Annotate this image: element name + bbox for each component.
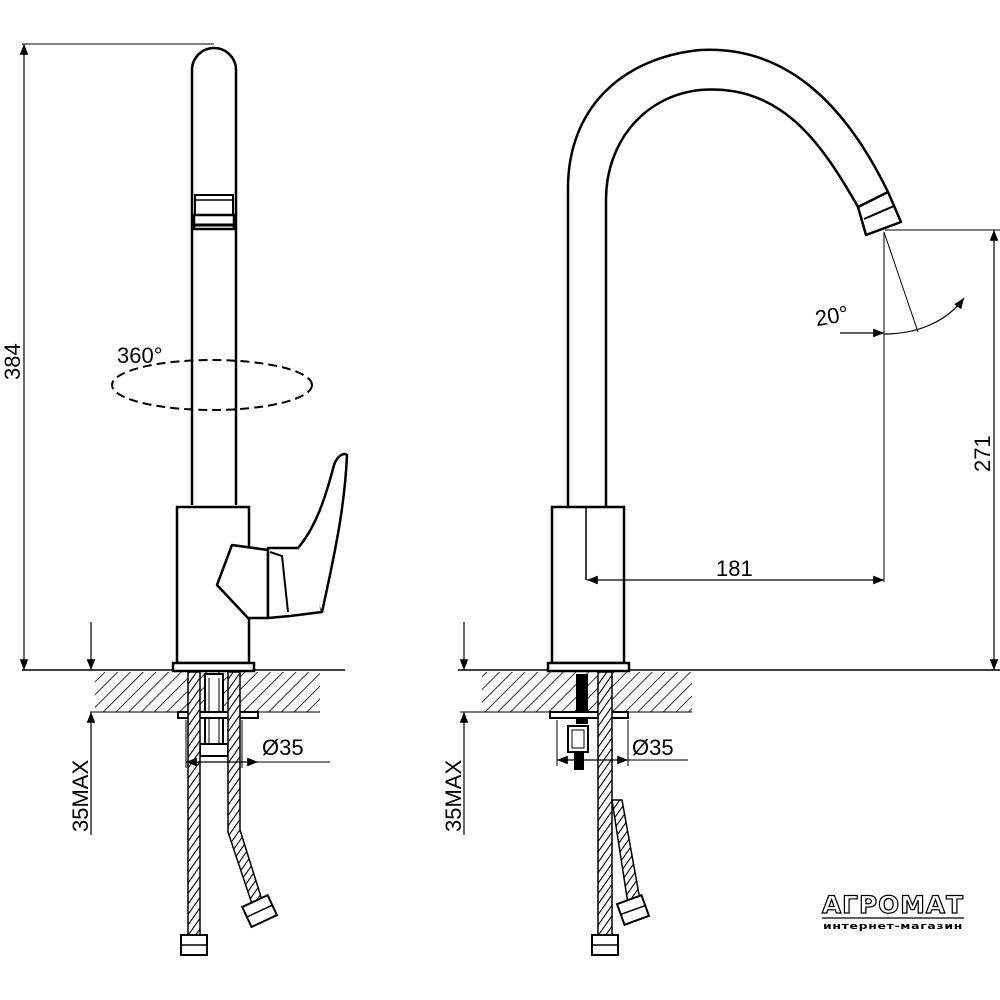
logo-tagline: интернет-магазин <box>823 922 963 932</box>
countertop-right <box>458 669 1000 713</box>
hole-label-left: Ø35 <box>262 735 304 760</box>
dimension-271: 271 <box>885 229 1000 670</box>
spout-angle-label: 20° <box>813 301 850 331</box>
dimension-hole-right: Ø35 <box>556 720 688 766</box>
height-label: 384 <box>0 343 25 380</box>
agromat-logo: АГРОМАТ интернет-магазин <box>821 890 964 932</box>
mount-max-label-left: 35MAX <box>68 760 93 832</box>
dimension-384: 384 <box>0 43 214 670</box>
hole-label-right: Ø35 <box>632 735 674 760</box>
spout-reach-label: 181 <box>716 556 753 581</box>
side-view: 271 181 20° 35MAX Ø35 <box>441 48 1000 956</box>
dimension-hole-left: Ø35 <box>185 720 330 768</box>
rotation-ellipse: 360° <box>111 343 313 411</box>
front-view: 360° <box>0 43 349 956</box>
mounting-assembly-left <box>177 671 279 956</box>
spout-height-label: 271 <box>970 435 995 472</box>
faucet-body-right <box>546 505 631 673</box>
lever-handle-left <box>215 452 349 620</box>
mount-max-label-right: 35MAX <box>441 760 466 832</box>
dimension-181: 181 <box>587 232 885 585</box>
logo-name: АГРОМАТ <box>822 891 964 919</box>
countertop-left <box>22 669 345 713</box>
dimension-35max-left: 35MAX <box>68 622 96 835</box>
rotation-label: 360° <box>117 343 163 368</box>
spout-tube-left <box>190 46 238 505</box>
mounting-assembly-right <box>549 671 651 956</box>
dimension-angle-20: 20° <box>813 231 965 338</box>
gooseneck-spout <box>566 48 903 506</box>
dimension-35max-right: 35MAX <box>441 622 469 835</box>
